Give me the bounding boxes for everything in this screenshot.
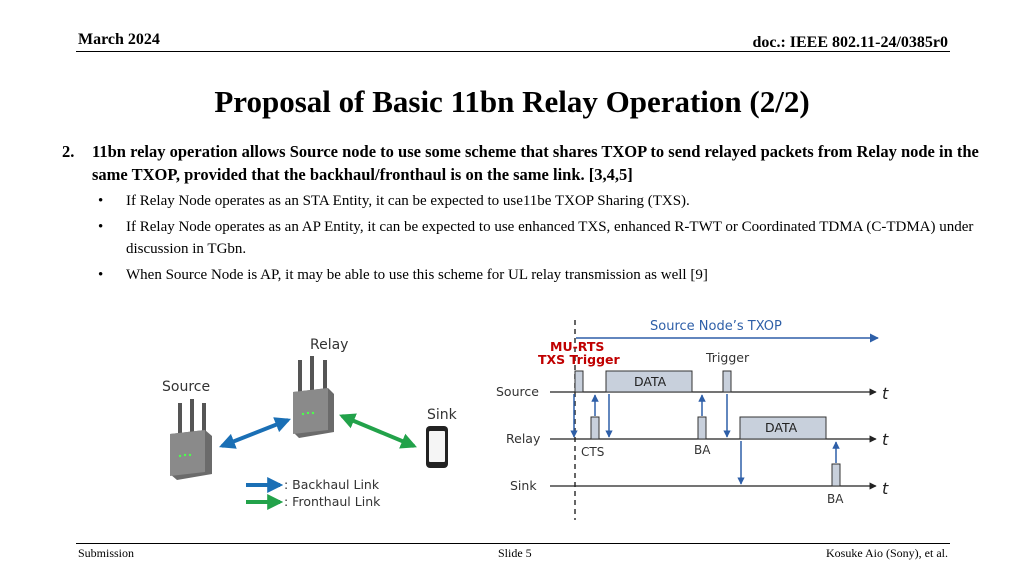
- time-symbol-source: t: [882, 384, 889, 403]
- source-router-icon: [170, 399, 212, 480]
- footer-divider: [76, 543, 950, 544]
- backhaul-link-arrow: [219, 417, 291, 449]
- slide-title: Proposal of Basic 11bn Relay Operation (…: [214, 84, 810, 119]
- sub-point: • When Source Node is AP, it may be able…: [62, 264, 1012, 286]
- txop-timing-diagram: Source Node’s TXOP MU-RTS TXS Trigger Tr…: [496, 319, 889, 520]
- header-doc-id: doc.: IEEE 802.11-24/0385r0: [752, 34, 948, 51]
- trigger-frame: [722, 370, 732, 393]
- relay-topology-diagram: Relay Source Sink : Backhaul Link : Fron…: [162, 337, 458, 510]
- time-symbol-sink: t: [882, 479, 889, 498]
- txop-label: Source Node’s TXOP: [650, 319, 782, 334]
- murts-label: MU-RTS: [550, 339, 604, 354]
- time-symbol-relay: t: [882, 430, 889, 449]
- source-label: Source: [162, 379, 210, 395]
- relay-data-label: DATA: [765, 420, 798, 435]
- bullet-icon: •: [98, 219, 104, 235]
- slide-number: Slide 5: [498, 546, 532, 560]
- sub-point: • If Relay Node operates as an STA Entit…: [62, 190, 1012, 212]
- txs-trigger-label: TXS Trigger: [538, 352, 620, 367]
- row-label-sink: Sink: [510, 478, 537, 493]
- header-divider: [76, 51, 950, 52]
- sub-point: • If Relay Node operates as an AP Entity…: [62, 216, 1012, 260]
- sink-phone-icon: [426, 426, 448, 468]
- header-date: March 2024: [78, 31, 160, 48]
- sink-label: Sink: [427, 407, 458, 423]
- murts-frame: [574, 370, 584, 393]
- cts-frame: [590, 416, 600, 440]
- cts-label: CTS: [581, 445, 604, 459]
- main-point-number: 2.: [62, 142, 75, 161]
- source-data-label: DATA: [634, 374, 667, 389]
- relay-data-frame: [739, 416, 827, 440]
- row-label-relay: Relay: [506, 431, 541, 446]
- fronthaul-legend-label: : Fronthaul Link: [284, 494, 381, 509]
- main-point-text: 11bn relay operation allows Source node …: [92, 142, 979, 184]
- sub-point-text: If Relay Node operates as an AP Entity, …: [126, 219, 974, 257]
- sub-point-text: If Relay Node operates as an STA Entity,…: [126, 193, 690, 209]
- bullet-icon: •: [98, 267, 104, 283]
- ba-label-sink: BA: [827, 492, 844, 506]
- main-point: 2. 11bn relay operation allows Source no…: [62, 140, 1012, 186]
- bullet-list: 2. 11bn relay operation allows Source no…: [62, 140, 1012, 286]
- footer-authors: Kosuke Aio (Sony), et al.: [826, 546, 948, 560]
- sub-point-text: When Source Node is AP, it may be able t…: [126, 267, 708, 283]
- ba-label-relay: BA: [694, 443, 711, 457]
- bullet-icon: •: [98, 193, 104, 209]
- footer-submission: Submission: [78, 546, 135, 560]
- ba-frame-relay: [697, 416, 707, 440]
- trigger-label: Trigger: [705, 350, 750, 365]
- row-label-source: Source: [496, 384, 539, 399]
- relay-label: Relay: [310, 337, 348, 353]
- fronthaul-link-arrow: [339, 413, 417, 449]
- source-data-frame: [605, 370, 693, 393]
- ba-frame-sink: [831, 463, 841, 487]
- relay-router-icon: [293, 356, 334, 438]
- backhaul-legend-label: : Backhaul Link: [284, 477, 380, 492]
